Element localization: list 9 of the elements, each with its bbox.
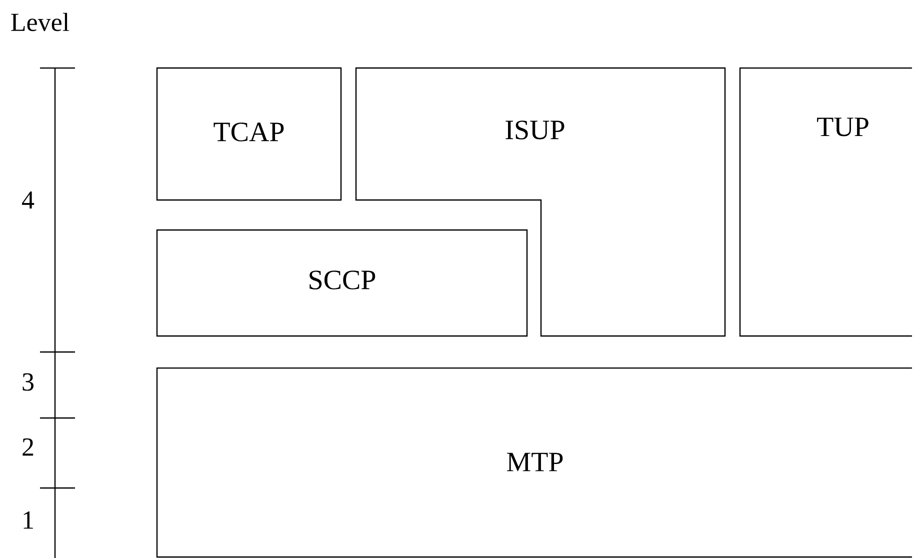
protocol-box: MTP bbox=[156, 367, 912, 558]
level-number: 2 bbox=[22, 438, 34, 456]
protocol-box: TCAP bbox=[156, 67, 342, 201]
protocol-box: TUP bbox=[739, 67, 912, 337]
protocol-box: SCCP bbox=[156, 229, 528, 337]
level-number: 1 bbox=[24, 511, 33, 529]
level-number: 3 bbox=[22, 373, 34, 391]
level-heading: Level bbox=[11, 12, 70, 32]
level-number: 4 bbox=[22, 191, 34, 209]
